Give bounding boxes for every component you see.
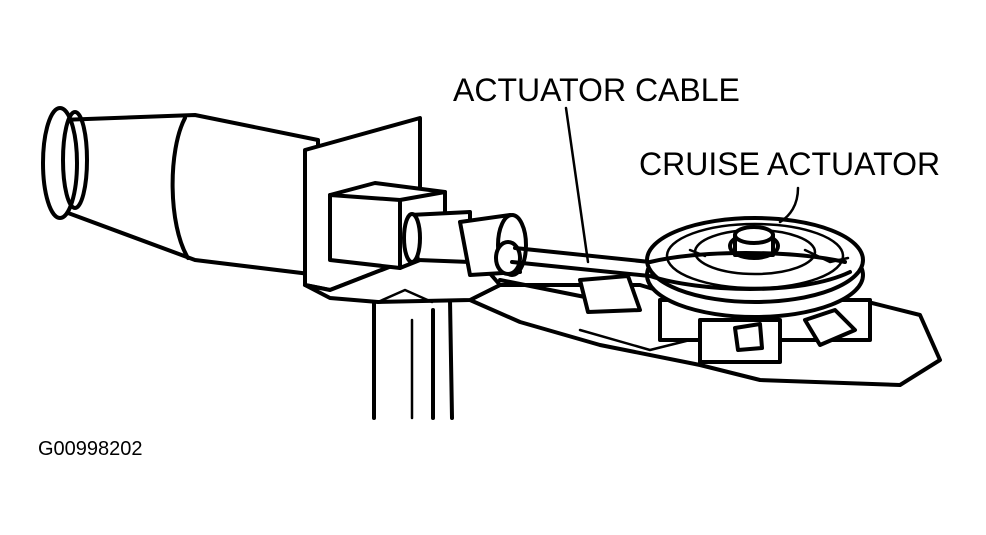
leader-lines [564, 106, 800, 264]
cruise-actuator-label: CRUISE ACTUATOR [639, 146, 941, 182]
support-post [372, 298, 454, 420]
actuator-cable-label: ACTUATOR CABLE [453, 72, 740, 108]
actuator-cable [498, 246, 652, 314]
cruise-actuator-pulley [645, 216, 872, 364]
cable-fitting [402, 210, 528, 277]
intake-tube [41, 106, 320, 277]
figure-code-label: G00998202 [38, 438, 143, 460]
